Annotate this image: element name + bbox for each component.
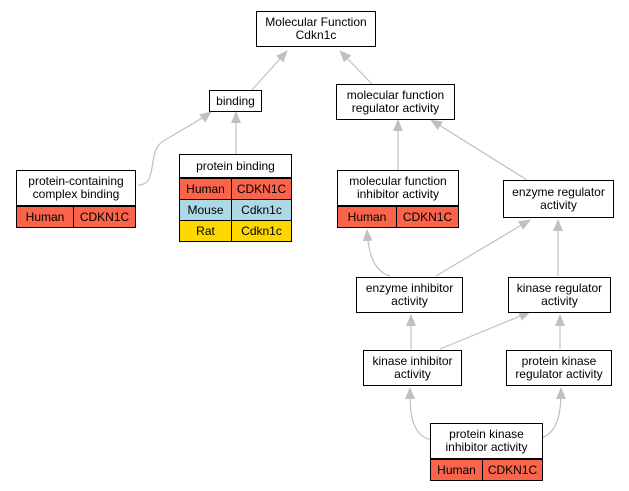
edge-binding-root bbox=[251, 50, 288, 91]
table-row: Human CDKN1C bbox=[338, 206, 458, 227]
species-cell: Human bbox=[186, 182, 225, 196]
table-row: Human CDKN1C bbox=[180, 178, 291, 199]
node-kinase-inhibitor-activity[interactable]: kinase inhibitor activity bbox=[363, 350, 462, 386]
node-molecular-function-cdkn1c[interactable]: Molecular Function Cdkn1c bbox=[256, 11, 376, 47]
edge-era-mfra bbox=[430, 119, 528, 181]
node-protein-kinase-inhibitor-activity[interactable]: protein kinase inhibitor activity bbox=[430, 423, 543, 459]
species-cell: Mouse bbox=[187, 203, 224, 217]
node-binding[interactable]: binding bbox=[209, 90, 262, 112]
table-mfia: Human CDKN1C bbox=[337, 206, 459, 228]
node-protein-binding[interactable]: protein binding bbox=[179, 154, 292, 178]
table-row: Human CDKN1C bbox=[431, 459, 542, 480]
edge-pccb-binding bbox=[137, 111, 212, 186]
node-protein-kinase-regulator-activity[interactable]: protein kinase regulator activity bbox=[506, 350, 612, 386]
species-cell: Human bbox=[25, 210, 65, 224]
table-pkia: Human CDKN1C bbox=[430, 459, 543, 481]
edge-mfra-root bbox=[339, 50, 373, 85]
table-row: Human CDKN1C bbox=[17, 206, 135, 227]
node-enzyme-regulator-activity[interactable]: enzyme regulator activity bbox=[503, 180, 614, 218]
gene-cell: CDKN1C bbox=[482, 460, 542, 480]
species-cell: Rat bbox=[196, 224, 215, 238]
node-enzyme-inhibitor-activity[interactable]: enzyme inhibitor activity bbox=[356, 277, 463, 313]
node-kinase-regulator-activity[interactable]: kinase regulator activity bbox=[508, 277, 611, 313]
species-cell: Human bbox=[437, 463, 476, 477]
node-molecular-function-inhibitor-activity[interactable]: molecular function inhibitor activity bbox=[337, 170, 459, 206]
edge-eia-era bbox=[435, 219, 531, 277]
table-pb: Human CDKN1C Mouse Cdkn1c Rat Cdkn1c bbox=[179, 178, 292, 242]
table-pccb: Human CDKN1C bbox=[16, 206, 136, 228]
node-molecular-function-regulator-activity[interactable]: molecular function regulator activity bbox=[336, 84, 455, 120]
gene-cell: Cdkn1c bbox=[231, 221, 291, 241]
gene-cell: Cdkn1c bbox=[231, 200, 291, 220]
edge-pkia-kia bbox=[405, 387, 437, 441]
species-cell: Human bbox=[347, 210, 387, 224]
gene-cell: CDKN1C bbox=[73, 207, 135, 227]
gene-cell: CDKN1C bbox=[396, 207, 458, 227]
node-protein-containing-complex-binding[interactable]: protein-containing complex binding bbox=[16, 170, 136, 206]
gene-cell: CDKN1C bbox=[231, 179, 291, 199]
table-row: Mouse Cdkn1c bbox=[180, 199, 291, 220]
edge-eia-mfia bbox=[362, 229, 391, 277]
table-row: Rat Cdkn1c bbox=[180, 220, 291, 241]
edge-kia-kra bbox=[439, 311, 531, 350]
